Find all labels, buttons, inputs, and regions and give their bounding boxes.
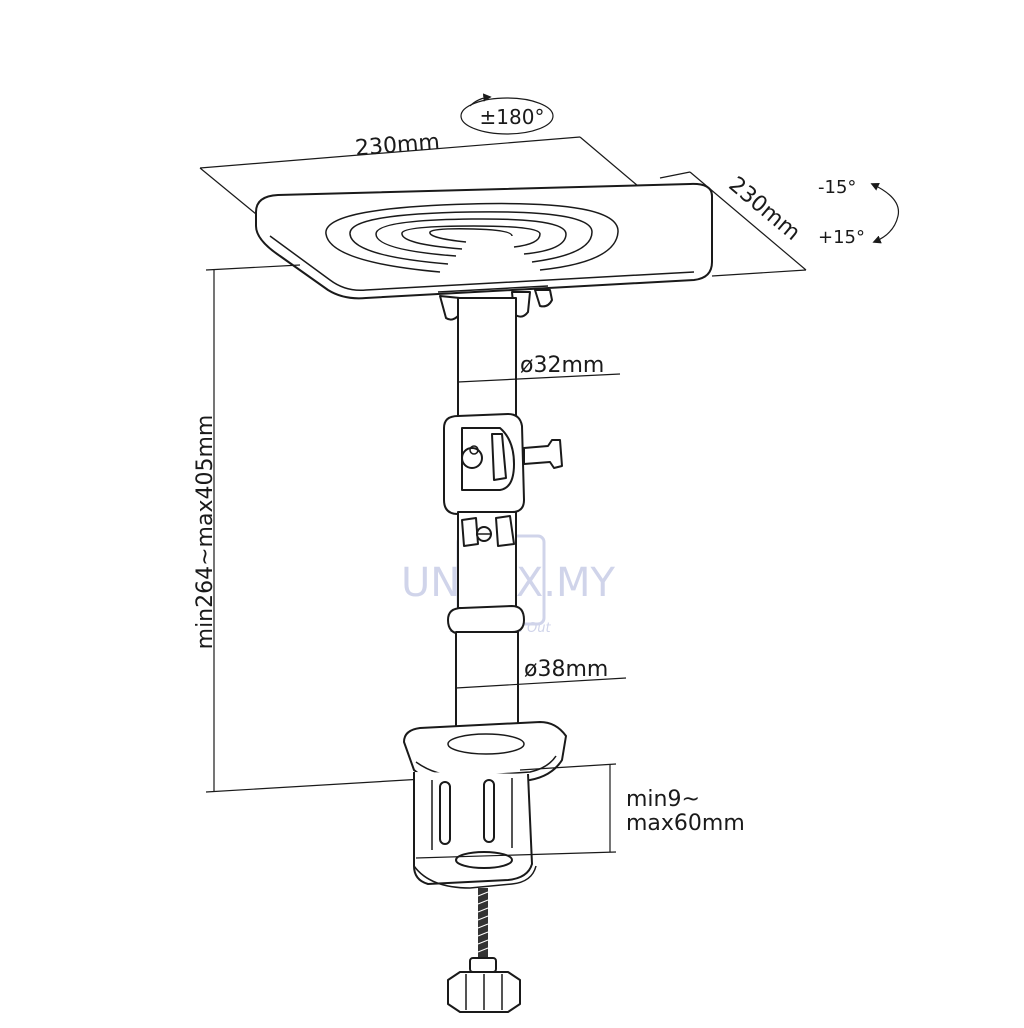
- desk-clamp: min9~ max60mm: [403, 721, 745, 889]
- lower-pole-label: ø38mm: [524, 657, 608, 682]
- collar-knob: [523, 439, 563, 469]
- rotation-ellipse: [460, 97, 554, 135]
- height-collar: [443, 413, 563, 515]
- tilt-indicator: -15° +15°: [818, 177, 900, 248]
- pole-collar: [447, 605, 525, 635]
- rotation-indicator: ±180°: [460, 93, 554, 135]
- plate-body: [255, 182, 713, 300]
- clamp-screw: [447, 888, 521, 1013]
- top-plate: [255, 182, 713, 300]
- height-label: min264~max405mm: [193, 415, 218, 650]
- tilt-arrow-icon: [870, 183, 900, 244]
- width-dimension: 230mm: [199, 130, 639, 215]
- tilt-minus-label: -15°: [818, 177, 856, 198]
- rotation-arrow-icon: [469, 93, 492, 107]
- clamp-range-label-line2: max60mm: [626, 811, 745, 836]
- upper-pole: ø32mm: [457, 297, 621, 421]
- plate-grip-rings: [325, 202, 619, 273]
- height-dimension: min264~max405mm: [193, 264, 441, 793]
- tilt-plus-label: +15°: [818, 227, 865, 248]
- width-label: 230mm: [354, 130, 441, 162]
- upper-pole-tube: [457, 297, 517, 421]
- clamp-pad: [455, 851, 513, 869]
- clamp-range-label-line1: min9~: [626, 787, 700, 812]
- upper-pole-label: ø32mm: [520, 353, 604, 378]
- middle-tube: [457, 511, 517, 609]
- rotation-label: ±180°: [480, 105, 545, 129]
